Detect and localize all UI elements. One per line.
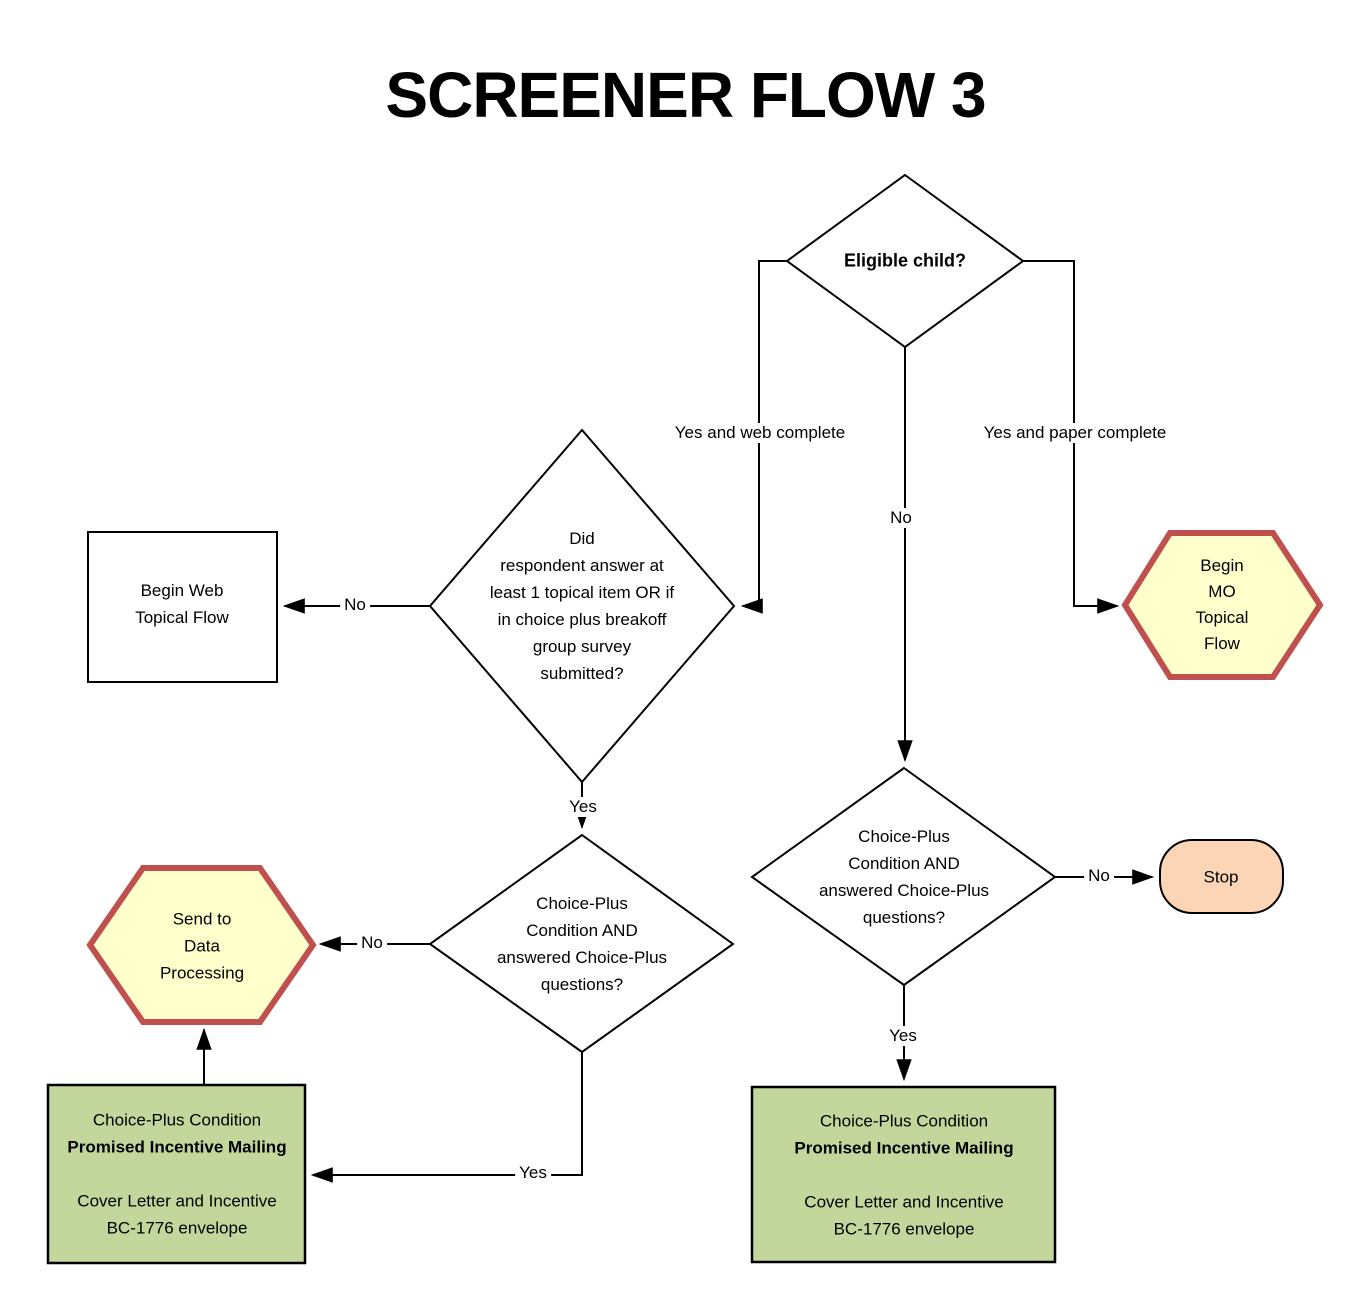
did-respondent-label: Did respondent answer at least 1 topical… <box>489 529 675 683</box>
send-to-data-processing-label: Send to Data Processing <box>159 909 245 983</box>
stop-shape <box>1159 839 1284 914</box>
edge-label-yes-incentive-left: Yes <box>515 1163 551 1183</box>
incentive-left-line4: BC-1776 envelope <box>106 1218 248 1238</box>
page-title: SCREENER FLOW 3 <box>385 59 986 131</box>
choice-plus-left-label: Choice-Plus Condition AND answered Choic… <box>496 894 668 994</box>
begin-mo-topical-flow-label: Begin MO Topical Flow <box>1195 556 1249 653</box>
stop-label: Stop <box>1203 867 1239 887</box>
incentive-right-spacer <box>794 1162 1013 1189</box>
incentive-right-line1: Choice-Plus Condition <box>819 1111 989 1131</box>
incentive-right-box-shape <box>750 1085 1057 1264</box>
begin-web-topical-flow-shape <box>87 531 278 683</box>
edge-label-no-stop: No <box>1084 866 1114 886</box>
choice-plus-left-decision-shape <box>428 833 735 1054</box>
edge-choice-left-to-incentive-left <box>310 1052 583 1183</box>
incentive-left-box-shape <box>46 1083 307 1265</box>
send-to-data-processing-shape <box>86 865 317 1025</box>
eligible-child-label: Eligible child? <box>843 250 967 271</box>
incentive-right-text: Choice-Plus Condition Promised Incentive… <box>794 1108 1013 1243</box>
incentive-left-spacer <box>67 1161 286 1188</box>
choice-plus-right-label: Choice-Plus Condition AND answered Choic… <box>818 827 990 927</box>
incentive-right-line2: Promised Incentive Mailing <box>794 1138 1014 1158</box>
choice-plus-right-decision-shape <box>750 766 1057 987</box>
begin-mo-topical-flow-shape <box>1121 530 1324 680</box>
incentive-left-text: Choice-Plus Condition Promised Incentive… <box>67 1107 286 1242</box>
edge-label-yes-choice-left: Yes <box>565 797 601 817</box>
edge-label-yes-paper: Yes and paper complete <box>979 423 1171 443</box>
edge-label-no-center: No <box>886 508 916 528</box>
eligible-child-decision-shape <box>785 173 1025 349</box>
edge-label-yes-incentive-right: Yes <box>885 1026 921 1046</box>
begin-web-topical-flow-label: Begin Web Topical Flow <box>135 581 229 627</box>
incentive-left-line2: Promised Incentive Mailing <box>67 1137 287 1157</box>
connector-lines <box>196 260 1155 1183</box>
edge-label-no-send-dp: No <box>357 933 387 953</box>
incentive-left-line3: Cover Letter and Incentive <box>77 1191 277 1211</box>
incentive-right-line3: Cover Letter and Incentive <box>804 1192 1004 1212</box>
edge-label-no-begin-web: No <box>340 595 370 615</box>
edge-label-yes-web: Yes and web complete <box>670 423 850 443</box>
incentive-right-line4: BC-1776 envelope <box>833 1219 975 1239</box>
incentive-left-line1: Choice-Plus Condition <box>92 1110 262 1130</box>
did-respondent-decision-shape <box>428 428 736 784</box>
